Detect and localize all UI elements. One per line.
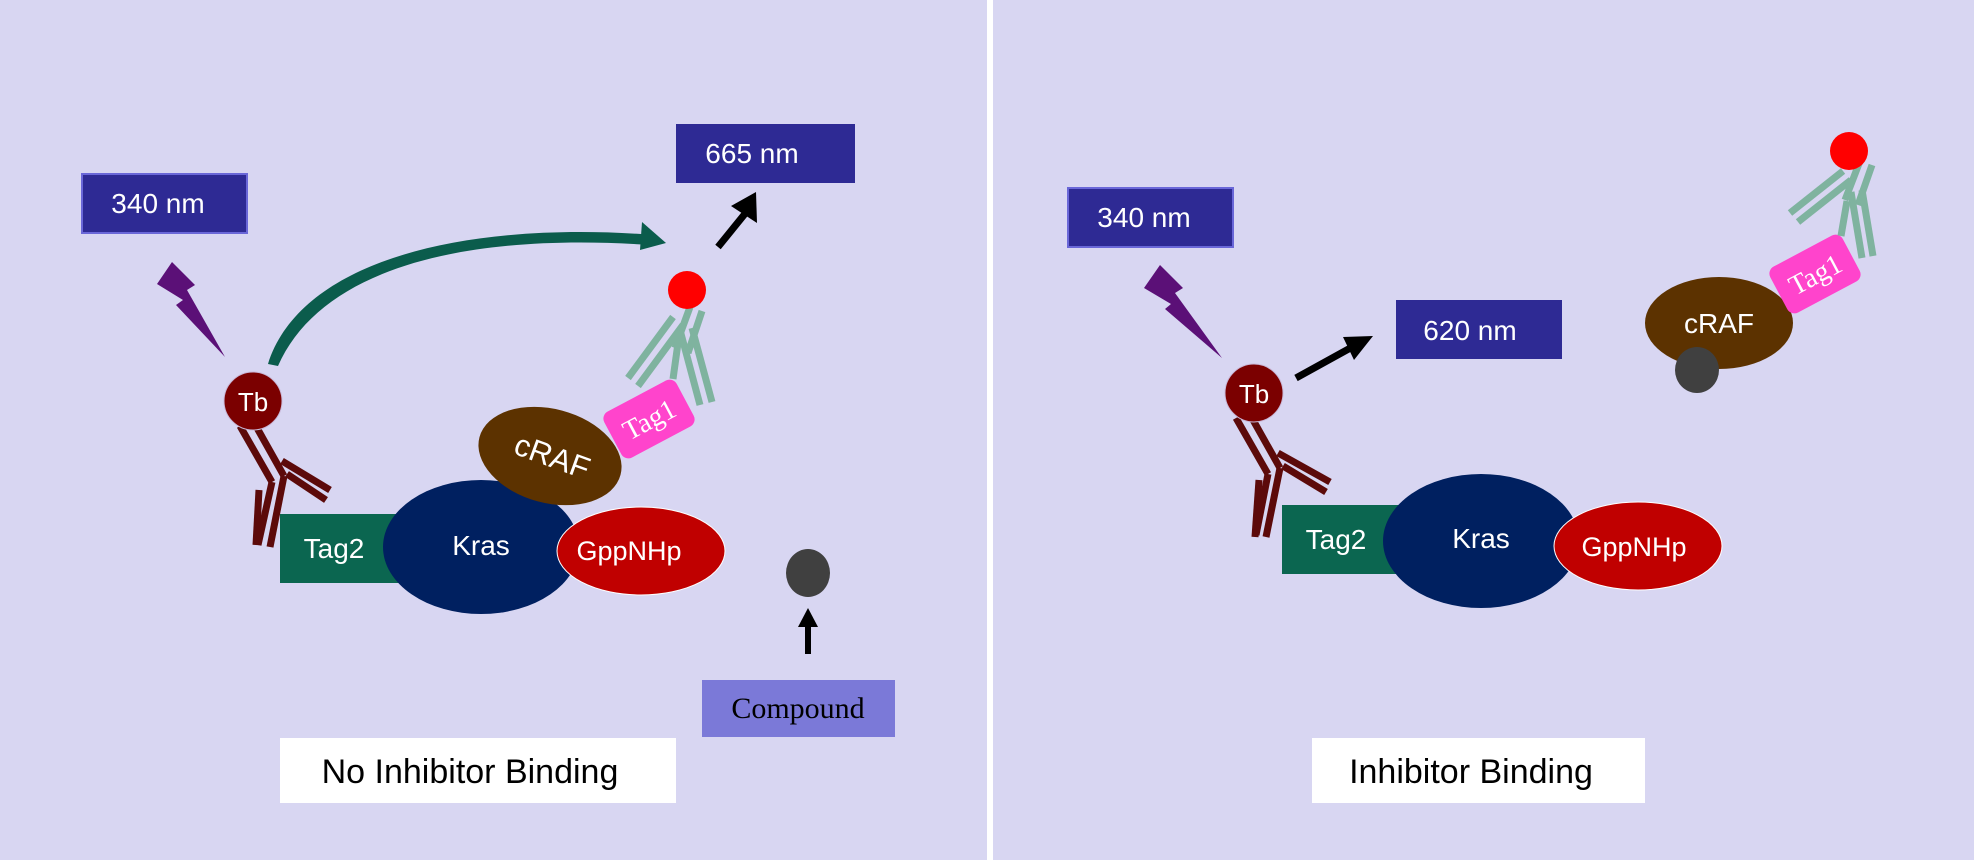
- left-caption: No Inhibitor Binding: [322, 753, 619, 791]
- left-compound-dot: [786, 549, 830, 597]
- right-kras: Kras: [1383, 474, 1579, 608]
- right-gppnhp-label: GppNHp: [1581, 532, 1686, 562]
- left-kras-label: Kras: [452, 530, 510, 561]
- right-tb-label: Tb: [1239, 379, 1269, 409]
- right-tag2-label: Tag2: [1306, 524, 1367, 555]
- left-craf: cRAF: [478, 406, 622, 506]
- left-emission-arrowhead: [731, 192, 757, 223]
- right-excitation-label: 340 nm: [1097, 202, 1190, 233]
- left-fret-arrowhead: [640, 222, 666, 250]
- right-gppnhp: GppNHp: [1553, 501, 1723, 591]
- right-tb-donor: Tb: [1224, 363, 1284, 423]
- left-caption-box: No Inhibitor Binding: [280, 738, 676, 803]
- left-lightning-icon: [157, 262, 225, 357]
- right-emission-label-box: 620 nm: [1396, 300, 1562, 359]
- left-gppnhp-label: GppNHp: [576, 536, 681, 566]
- right-panel: 340 nm 620 nm Tb Tag2: [1067, 132, 1877, 803]
- right-excitation-label-box: 340 nm: [1067, 187, 1234, 248]
- right-donor-antibody: [1232, 409, 1332, 538]
- left-compound-arrowhead: [798, 608, 818, 627]
- right-panel-background: [993, 0, 1974, 860]
- left-panel: 340 nm 665 nm Tb: [81, 124, 895, 803]
- left-excitation-label-box: 340 nm: [81, 173, 248, 234]
- left-acceptor-dot: [668, 271, 706, 309]
- left-acceptor-antibody: [625, 305, 716, 406]
- left-tb-donor: Tb: [223, 371, 283, 431]
- right-craf: cRAF: [1645, 277, 1793, 369]
- left-tag2: Tag2: [280, 514, 400, 583]
- right-acceptor-dot: [1830, 132, 1868, 170]
- right-caption: Inhibitor Binding: [1349, 753, 1593, 791]
- left-emission-label: 665 nm: [705, 138, 798, 169]
- left-emission-label-box: 665 nm: [676, 124, 855, 183]
- left-emission-arrow: [715, 207, 751, 250]
- right-emission-label: 620 nm: [1423, 315, 1516, 346]
- panel-divider: [987, 0, 993, 860]
- right-kras-label: Kras: [1452, 523, 1510, 554]
- right-bound-compound-dot: [1675, 347, 1719, 393]
- left-compound-label: Compound: [731, 692, 864, 725]
- right-emission-arrow: [1294, 342, 1356, 382]
- right-craf-label: cRAF: [1684, 308, 1754, 339]
- left-compound-label-box: Compound: [702, 680, 895, 737]
- left-excitation-label: 340 nm: [111, 188, 204, 219]
- right-tag1: Tag1: [1769, 234, 1861, 314]
- left-tb-label: Tb: [238, 387, 268, 417]
- right-lightning-icon: [1144, 265, 1222, 358]
- left-tag2-label: Tag2: [304, 533, 365, 564]
- right-tag2: Tag2: [1282, 505, 1402, 574]
- left-kras: Kras: [383, 480, 579, 614]
- right-acceptor-antibody: [1787, 159, 1877, 259]
- right-emission-arrowhead: [1343, 336, 1373, 360]
- right-caption-box: Inhibitor Binding: [1312, 738, 1645, 803]
- left-gppnhp: GppNHp: [556, 506, 726, 596]
